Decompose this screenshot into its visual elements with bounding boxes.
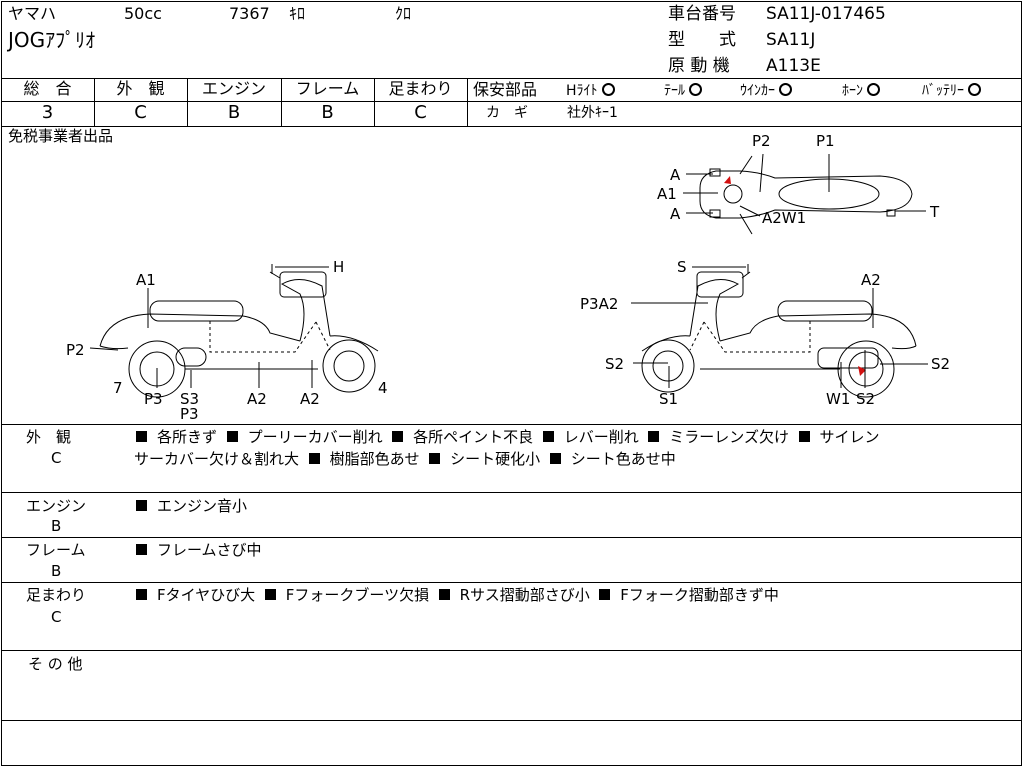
- dmg-label-right-s1: S1: [659, 390, 678, 408]
- right-view: [641, 264, 917, 398]
- grade-label-overall: 総 合: [23, 79, 72, 98]
- grade-label-engine: エンジン: [201, 79, 266, 98]
- engine-label: 原 動 機: [668, 56, 730, 76]
- remarks-grade-suspension: C: [51, 608, 62, 626]
- grade-value-engine: B: [227, 102, 241, 123]
- key-value: 社外ｷｰ1: [567, 105, 618, 121]
- safety-item-winker: ｳｲﾝｶｰ: [740, 83, 793, 98]
- grade-value-exterior: C: [134, 102, 147, 123]
- frame-no: SA11J-017465: [766, 4, 886, 24]
- remarks-label-exterior: 外 観: [26, 428, 72, 446]
- remarks-label-engine: エンジン: [26, 497, 87, 515]
- grade-label-exterior: 外 観: [116, 79, 165, 98]
- scooter-diagram: P2 P1 A A1 A A2W1 T H A1 P2: [66, 132, 950, 423]
- dmg-label-top-a-lower: A: [670, 205, 681, 223]
- left-view: [99, 264, 379, 398]
- top-view-leaders: [683, 153, 926, 217]
- remarks-line-exterior-1: 各所きず プーリーカバー削れ 各所ペイント不良 レバー削れ ミラーレンズ欠け サ…: [136, 430, 880, 445]
- safety-item-headlight: Hﾗｲﾄ: [566, 83, 615, 98]
- safety-item-tail: ﾃｰﾙ: [664, 83, 703, 98]
- battery-ok-icon: [968, 83, 982, 96]
- type-label: 型 式: [668, 30, 736, 50]
- type-value: SA11J: [766, 30, 816, 50]
- top-view-labels: P2 P1 A A1 A A2W1 T: [657, 132, 940, 227]
- dmg-label-left-7: 7: [113, 379, 123, 397]
- safety-item-battery: ﾊﾞｯﾃﾘｰ: [922, 83, 982, 98]
- tail-ok-icon: [689, 83, 703, 96]
- mileage-value: 7367: [229, 4, 270, 23]
- dmg-label-left-a1: A1: [136, 271, 156, 289]
- dmg-label-left-p3b: P3: [180, 405, 199, 423]
- left-view-labels: H A1 P2 7 P3 S3 P3 A2 A2 4: [66, 258, 388, 423]
- key-label: カ ギ: [486, 105, 528, 121]
- dmg-label-top-p1: P1: [816, 132, 835, 150]
- dmg-label-left-4: 4: [378, 379, 388, 397]
- remarks-line-frame: フレームさび中: [136, 543, 262, 558]
- horn-ok-icon: [867, 83, 881, 96]
- dmg-label-left-a2: A2: [247, 390, 267, 408]
- safety-label: 保安部品: [473, 80, 538, 99]
- remarks-grade-exterior: C: [51, 449, 62, 467]
- dmg-label-top-t: T: [929, 203, 940, 221]
- grade-label-suspension: 足まわり: [388, 79, 453, 98]
- dmg-label-top-a2w1: A2W1: [762, 209, 806, 227]
- dmg-label-right-w1: W1: [826, 390, 850, 408]
- safety-item-horn: ﾎｰﾝ: [842, 83, 881, 98]
- dmg-label-right-s2c: S2: [931, 355, 950, 373]
- headlight-ok-icon: [601, 83, 615, 96]
- grade-value-frame: B: [321, 102, 334, 123]
- right-view-labels: S A2 P3A2 S2 S1 W1 S2 S2: [580, 258, 950, 408]
- remarks-line-engine: エンジン音小: [136, 499, 247, 514]
- dmg-label-right-s: S: [677, 258, 687, 276]
- color: ｸﾛ: [395, 4, 412, 23]
- dmg-label-left-h: H: [333, 258, 344, 276]
- maker: ヤマハ: [8, 4, 57, 23]
- damage-mark-icon: [858, 366, 866, 376]
- damage-mark-icon: [724, 176, 731, 184]
- dmg-label-left-p3: P3: [144, 390, 163, 408]
- dmg-label-top-a-upper: A: [670, 166, 681, 184]
- dmg-label-right-p3a2: P3A2: [580, 295, 618, 313]
- grade-value-overall: 3: [41, 102, 54, 123]
- mileage-unit: ｷﾛ: [289, 4, 306, 23]
- model-name: JOGｱﾌﾟﾘｵ: [8, 28, 96, 52]
- frame-no-label: 車台番号: [668, 4, 736, 24]
- tax-note: 免税事業者出品: [8, 127, 114, 145]
- grade-label-frame: フレーム: [295, 79, 360, 98]
- dmg-label-left-a2b: A2: [300, 390, 320, 408]
- remarks-label-suspension: 足まわり: [26, 586, 87, 604]
- remarks-grade-frame: B: [51, 562, 62, 580]
- dmg-label-top-a1: A1: [657, 185, 677, 203]
- dmg-label-right-s2a: S2: [605, 355, 624, 373]
- dmg-label-left-s3: S3: [180, 390, 199, 408]
- dmg-label-right-s2b: S2: [856, 390, 875, 408]
- remarks-line-suspension: Fタイヤひび大 Fフォークブーツ欠損 Rサス摺動部さび小 Fフォーク摺動部きず中: [136, 588, 779, 603]
- engine-value: A113E: [766, 56, 821, 76]
- grade-value-suspension: C: [414, 102, 427, 123]
- remarks-grade-engine: B: [51, 517, 62, 535]
- remarks-label-other: そ の 他: [28, 655, 83, 673]
- winker-ok-icon: [779, 83, 793, 96]
- dmg-label-right-a2: A2: [861, 271, 881, 289]
- remarks-line-exterior-2: サーカバー欠け＆割れ大 樹脂部色あせ シート硬化小 シート色あせ中: [134, 450, 676, 468]
- displacement: 50cc: [124, 4, 162, 23]
- remarks-label-frame: フレーム: [26, 541, 86, 559]
- dmg-label-left-p2: P2: [66, 341, 85, 359]
- dmg-label-top-p2: P2: [752, 132, 771, 150]
